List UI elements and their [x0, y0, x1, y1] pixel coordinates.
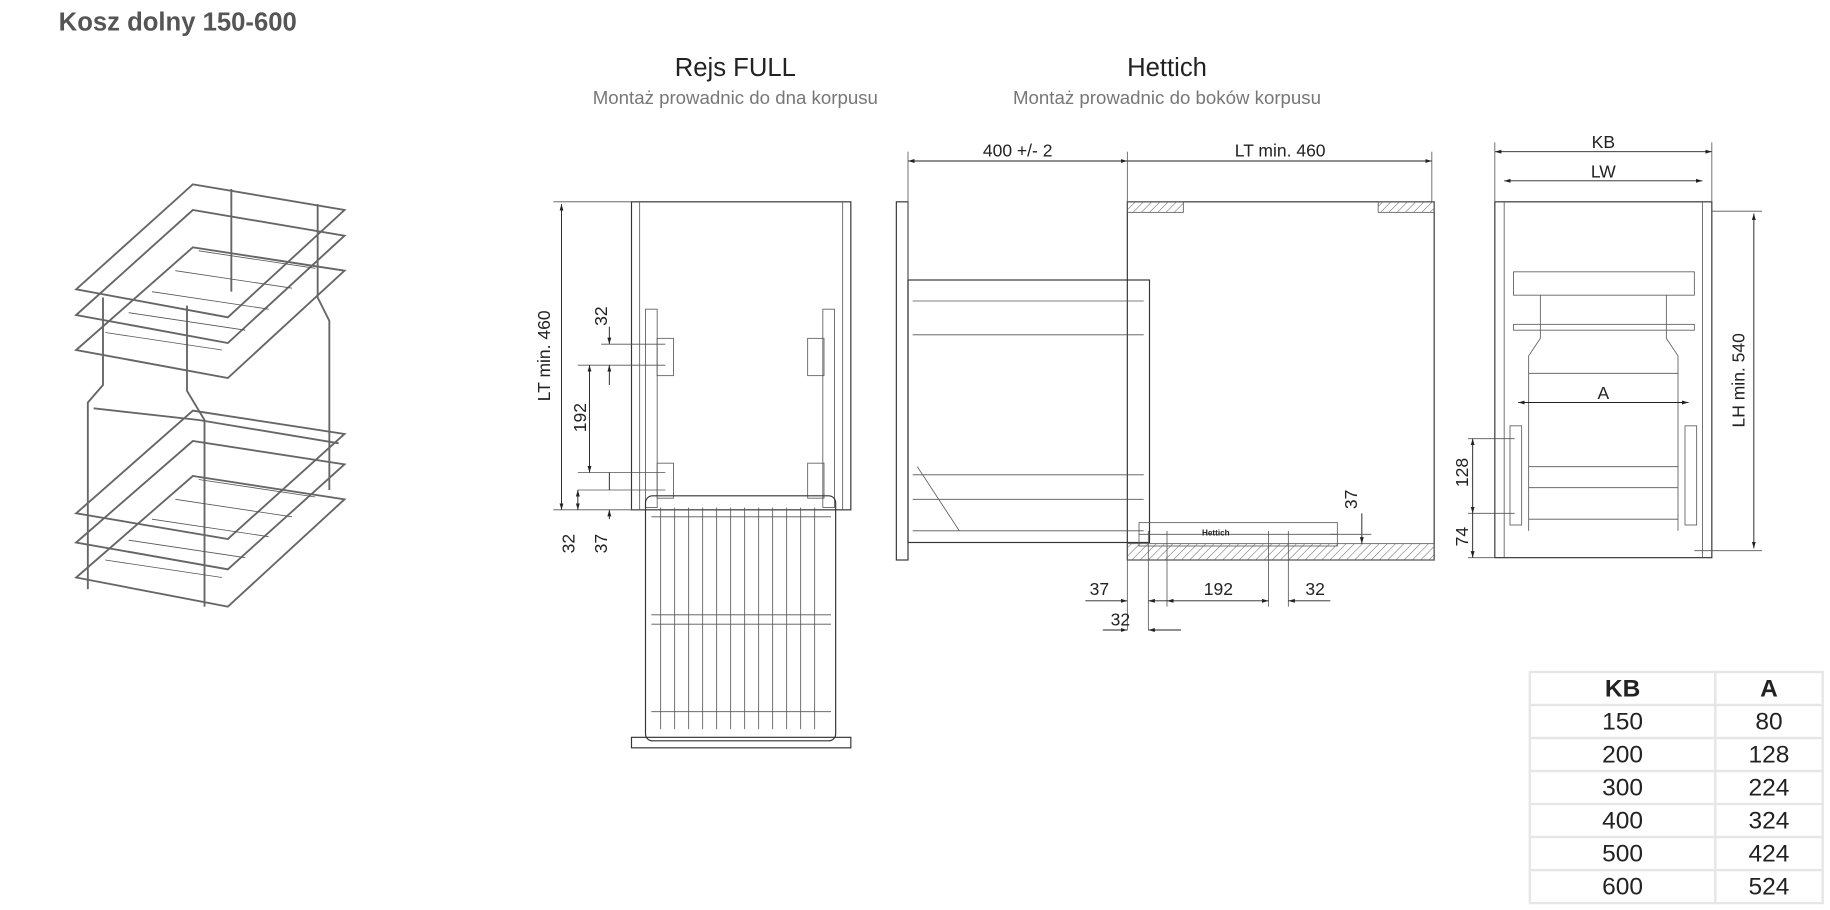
table-value: 424	[1749, 841, 1790, 868]
table-cell	[1528, 703, 1717, 740]
hettich-title: Hettich	[1127, 54, 1207, 82]
table-value: 224	[1749, 775, 1790, 802]
table-cell	[1528, 769, 1717, 806]
table-value: 150	[1602, 709, 1643, 736]
dim-37: 37	[1341, 490, 1361, 509]
rejs-title: Rejs FULL	[675, 54, 796, 82]
dim-lt: LT min. 460	[534, 310, 554, 401]
dim-lt: LT min. 460	[1235, 140, 1326, 160]
hettich-logo: Hettich	[1202, 529, 1230, 538]
table-value: 400	[1602, 808, 1643, 835]
table-value: 524	[1749, 874, 1790, 901]
table-cell	[1714, 769, 1824, 806]
size-table: KB A 150 80 200 128 300 224 400 324 500 424 600 524	[1528, 670, 1824, 905]
dim-128: 128	[1452, 458, 1472, 487]
table-cell	[1714, 736, 1824, 773]
table-header: KB	[1605, 676, 1640, 703]
front-view-drawing: KB LW LH min. 540 A 128 74	[1452, 132, 1763, 559]
table-value: 128	[1749, 742, 1790, 769]
dim-a: A	[1597, 383, 1609, 403]
dim-74: 74	[1452, 527, 1472, 547]
dim-lw: LW	[1591, 161, 1616, 181]
dim-37: 37	[591, 534, 611, 553]
dim-kb: KB	[1592, 132, 1615, 152]
table-cell	[1714, 670, 1824, 707]
dim-37: 37	[1090, 579, 1109, 599]
table-value: 80	[1755, 709, 1782, 736]
rejs-drawing: LT min. 460 32 192 32 37	[534, 201, 852, 749]
dim-lh: LH min. 540	[1729, 333, 1749, 428]
table-value: 200	[1602, 742, 1643, 769]
dim-32: 32	[1305, 579, 1324, 599]
table-header: A	[1760, 676, 1778, 703]
rejs-subtitle: Montaż prowadnic do dna korpusu	[593, 87, 878, 108]
table-value: 600	[1602, 874, 1643, 901]
page-title: Kosz dolny 150-600	[59, 8, 297, 36]
dim-192: 192	[570, 403, 590, 432]
table-cell	[1528, 736, 1717, 773]
table-cell	[1714, 802, 1824, 839]
dim-192: 192	[1204, 579, 1233, 599]
dim-400: 400 +/- 2	[983, 140, 1053, 160]
table-value: 324	[1749, 808, 1790, 835]
table-value: 500	[1602, 841, 1643, 868]
table-value: 300	[1602, 775, 1643, 802]
table-cell	[1714, 868, 1824, 905]
basket-illustration	[74, 183, 347, 608]
dim-32: 32	[591, 306, 611, 325]
table-cell	[1528, 670, 1717, 707]
table-cell	[1528, 868, 1717, 905]
dim-32: 32	[558, 534, 578, 553]
hettich-subtitle: Montaż prowadnic do boków korpusu	[1013, 87, 1321, 108]
hettich-drawing: Hettich 400 +/- 2 LT min. 460 37 37 192 …	[895, 140, 1435, 632]
dim-32: 32	[1111, 609, 1130, 629]
